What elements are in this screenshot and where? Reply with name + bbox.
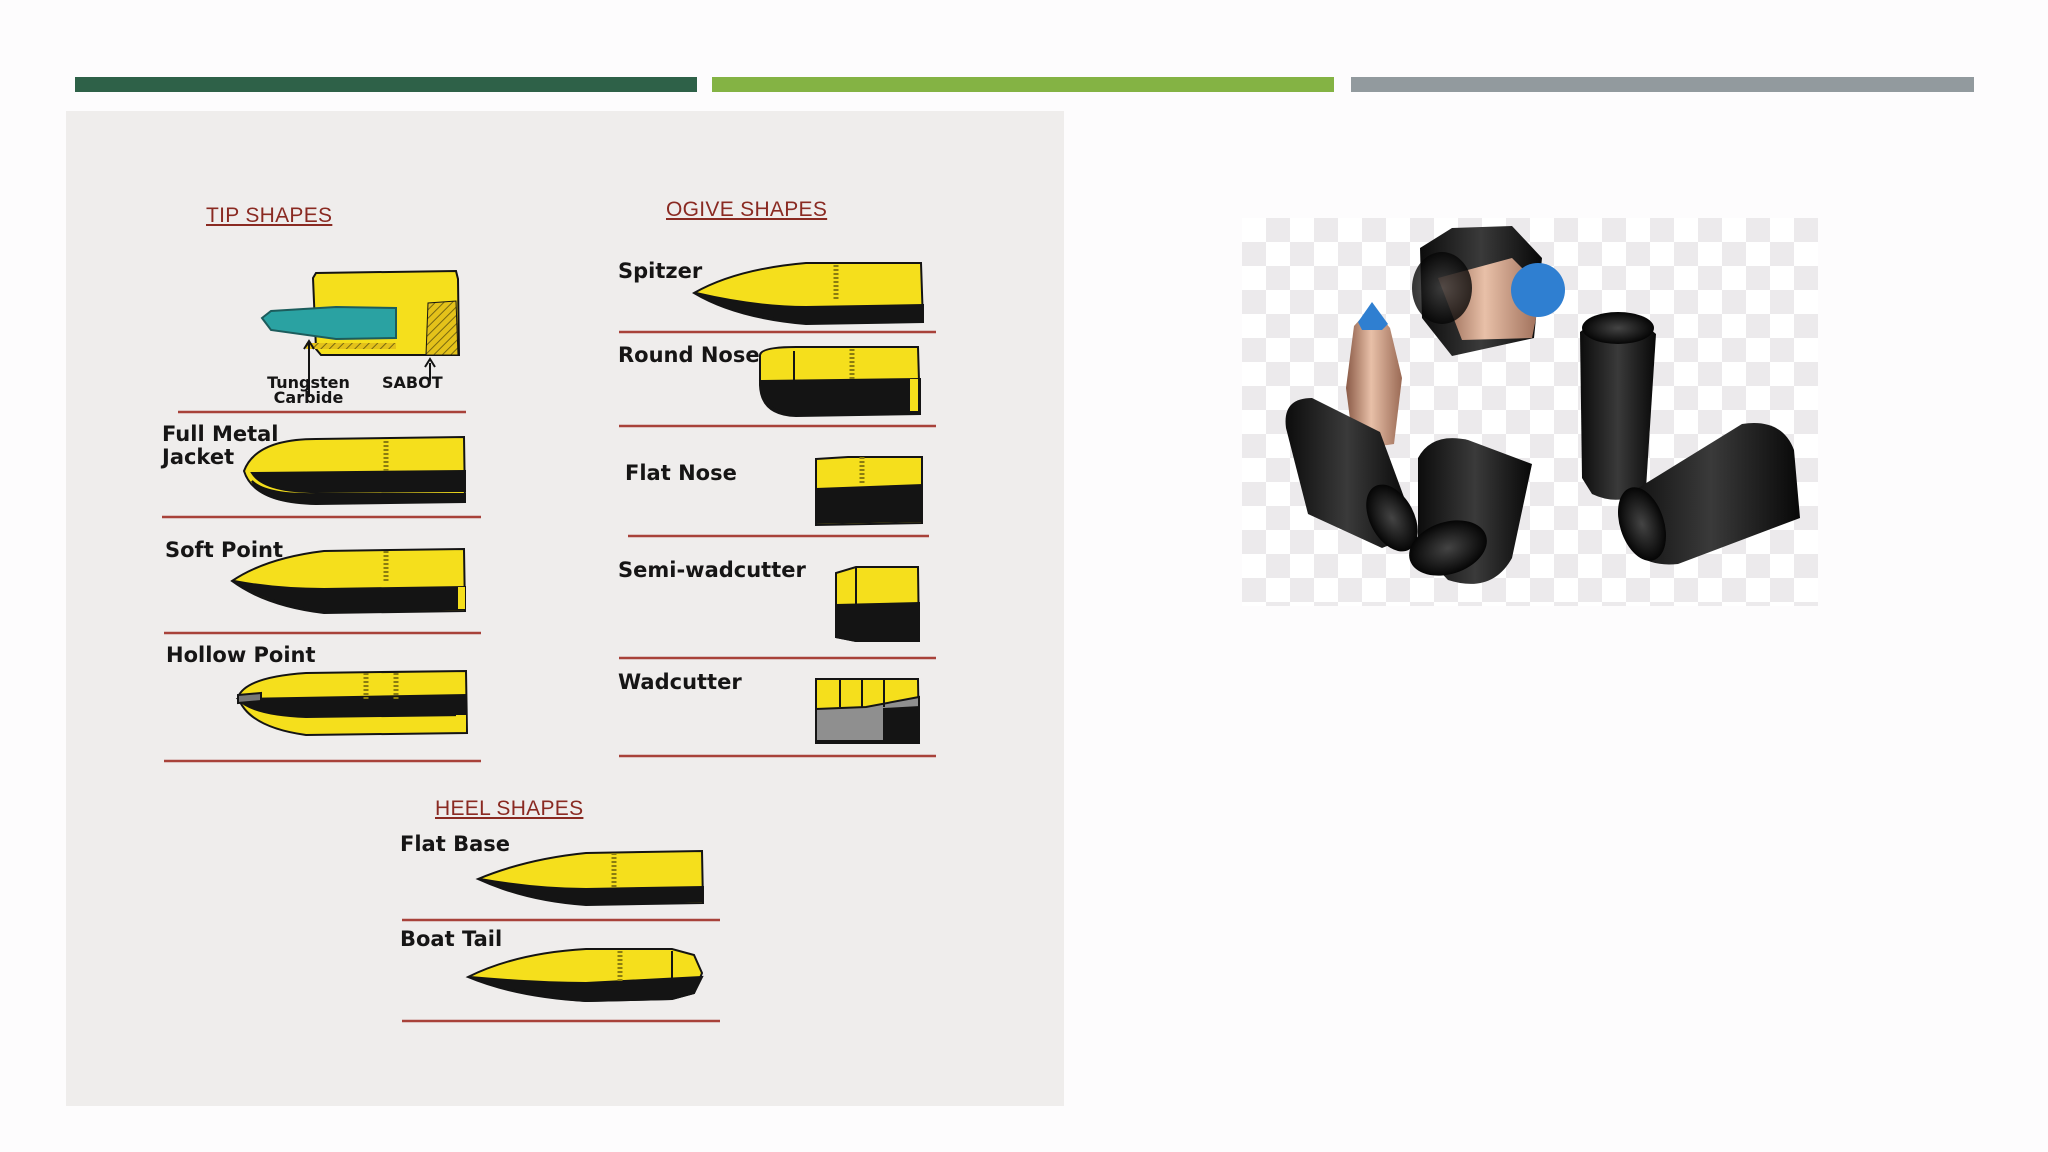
sabot-sleeve-upright	[1580, 312, 1656, 500]
boat-tail-label: Boat Tail	[400, 927, 503, 951]
flat-nose-label: Flat Nose	[625, 461, 737, 485]
ogive-shapes-heading: OGIVE SHAPES	[666, 198, 828, 221]
flat-base-label: Flat Base	[400, 832, 510, 856]
spitzer-label: Spitzer	[618, 259, 703, 283]
sabot-sleeve-left	[1285, 398, 1418, 552]
spitzer-drawing	[692, 262, 925, 326]
boat-tail-drawing	[465, 948, 704, 1003]
round-nose-drawing	[758, 346, 922, 418]
heel-shapes-heading: HEEL SHAPES	[435, 797, 584, 820]
sabot-bullets-photo	[1242, 218, 1818, 606]
accent-bar-dark-green	[75, 77, 697, 92]
wadcutter-label: Wadcutter	[618, 670, 742, 694]
full-metal-jacket-drawing	[242, 435, 467, 506]
round-nose-label: Round Nose	[618, 343, 760, 367]
hollow-point-drawing	[235, 669, 469, 737]
jacket-label: Jacket	[162, 445, 235, 469]
bullet-drawings	[162, 262, 936, 1023]
semi-wadcutter-drawing	[835, 566, 921, 643]
flat-nose-drawing	[815, 456, 923, 527]
sabot-sleeve-center	[1409, 438, 1532, 584]
flat-base-drawing	[475, 849, 705, 907]
accent-bar-gray	[1351, 77, 1974, 92]
tungsten-callout: Tungsten Carbide	[267, 373, 350, 407]
soft-point-drawing	[230, 547, 467, 615]
wadcutter-drawing	[815, 678, 921, 744]
standing-bullet	[1346, 302, 1402, 450]
full-metal-label: Full Metal	[162, 422, 279, 446]
sabot-callout: SABOT	[382, 373, 443, 392]
sabot-sleeve-right	[1618, 423, 1800, 565]
accent-bar-light-green	[712, 77, 1334, 92]
bullet-shapes-diagram: TIP SHAPES OGIVE SHAPES HEEL SHAPES Tung…	[66, 111, 1064, 1106]
sabot-bullets-illustration	[1285, 226, 1800, 584]
bullet-in-sabot	[1412, 226, 1565, 356]
section-rules	[162, 330, 936, 1023]
sabot-bullet-drawing	[260, 269, 461, 397]
soft-point-label: Soft Point	[165, 538, 284, 562]
hollow-point-label: Hollow Point	[166, 643, 316, 667]
tip-shapes-heading: TIP SHAPES	[206, 204, 333, 227]
semi-wadcutter-label: Semi-wadcutter	[618, 558, 806, 582]
